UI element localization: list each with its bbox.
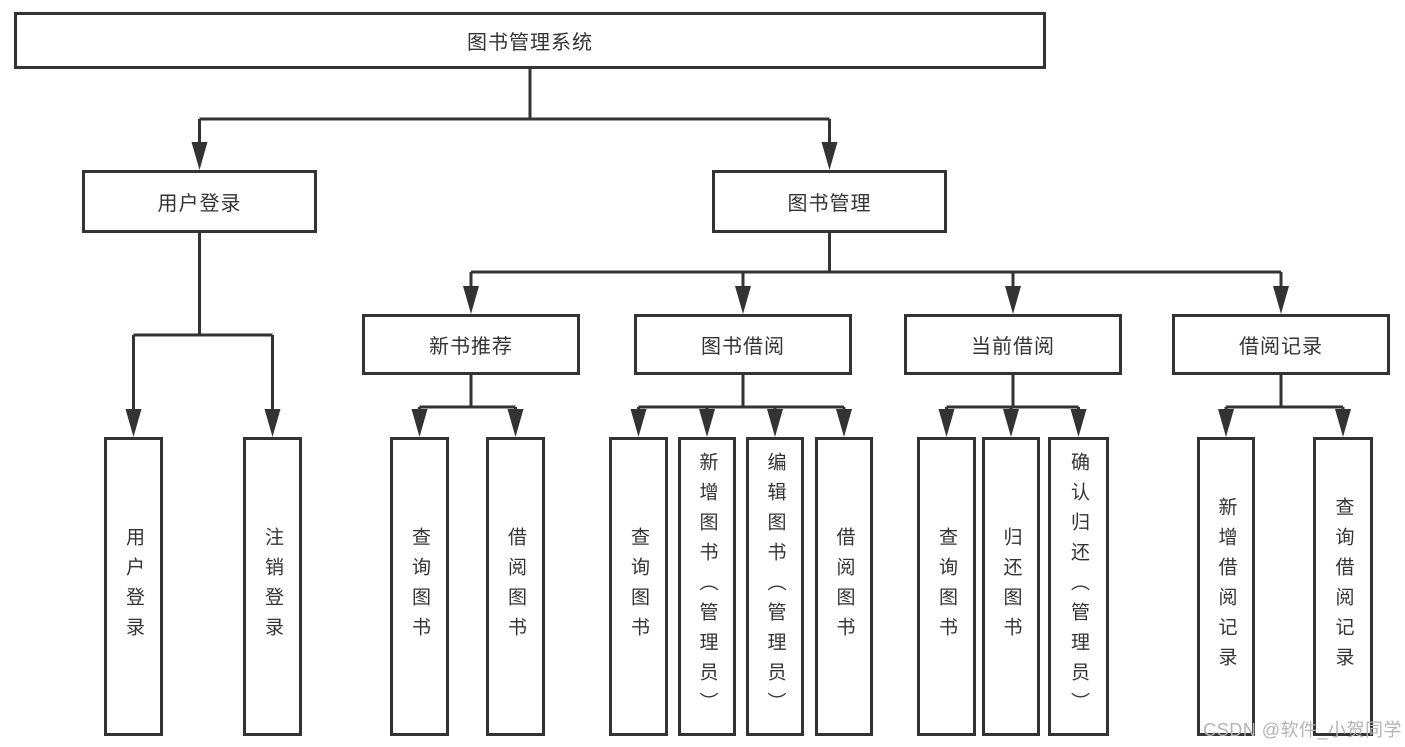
csdn-watermark: CSDN @软件_小贺同学 bbox=[1203, 720, 1402, 740]
connector-records-to-leaves bbox=[1224, 375, 1345, 413]
arrow-down-icon bbox=[836, 409, 852, 437]
node-new-book-recommend-label: 新书推荐 bbox=[429, 336, 513, 358]
connector-root-to-level2 bbox=[198, 68, 831, 146]
arrow-down-icon bbox=[463, 286, 479, 314]
leaf-recommend-borrow-books-label: 借阅图书 bbox=[505, 526, 526, 647]
leaf-recommend-borrow-books: 借阅图书 bbox=[486, 437, 545, 736]
node-book-borrowing-label: 图书借阅 bbox=[701, 336, 785, 358]
leaf-return-books-label: 归还图书 bbox=[1000, 526, 1022, 647]
connector-borrowing-to-leaves bbox=[637, 375, 846, 413]
node-borrowing-records-label: 借阅记录 bbox=[1239, 336, 1323, 358]
leaf-logout-login-label: 注销登录 bbox=[262, 526, 283, 647]
leaf-recommend-query-books: 查询图书 bbox=[390, 437, 449, 736]
leaf-logout-login: 注销登录 bbox=[243, 437, 302, 736]
connector-current-to-leaves bbox=[945, 375, 1080, 413]
arrow-down-icon bbox=[821, 142, 838, 170]
arrow-down-icon bbox=[1218, 409, 1234, 437]
node-current-borrowing-label: 当前借阅 bbox=[971, 336, 1055, 358]
leaf-confirm-return-admin: 确认归还（管理员） bbox=[1048, 437, 1109, 736]
arrow-down-icon bbox=[1273, 286, 1289, 314]
leaf-current-query-books-label: 查询图书 bbox=[936, 526, 957, 647]
node-user-login: 用户登录 bbox=[82, 170, 317, 233]
arrow-down-icon bbox=[1003, 409, 1019, 437]
arrow-down-icon bbox=[630, 409, 647, 437]
leaf-borrowing-borrow-books-label: 借阅图书 bbox=[833, 526, 855, 647]
arrow-down-icon bbox=[735, 286, 751, 314]
leaf-add-books-admin-label: 新增图书（管理员） bbox=[696, 451, 718, 722]
node-borrowing-records: 借阅记录 bbox=[1172, 314, 1390, 375]
leaf-user-login-label: 用户登录 bbox=[123, 526, 144, 647]
leaf-confirm-return-admin-label: 确认归还（管理员） bbox=[1068, 451, 1089, 722]
node-book-borrowing: 图书借阅 bbox=[634, 314, 852, 375]
arrow-down-icon bbox=[125, 409, 142, 437]
arrow-down-icon bbox=[191, 142, 208, 170]
leaf-add-books-admin: 新增图书（管理员） bbox=[678, 437, 736, 736]
node-book-management-label: 图书管理 bbox=[787, 193, 872, 215]
node-root-label: 图书管理系统 bbox=[467, 32, 593, 54]
node-current-borrowing: 当前借阅 bbox=[904, 314, 1122, 375]
leaf-add-borrow-record: 新增借阅记录 bbox=[1197, 437, 1255, 736]
node-book-management: 图书管理 bbox=[712, 170, 947, 233]
leaf-add-borrow-record-label: 新增借阅记录 bbox=[1215, 496, 1237, 677]
leaf-current-query-books: 查询图书 bbox=[917, 437, 976, 736]
connector-recommend-to-leaves bbox=[418, 375, 517, 413]
node-user-login-label: 用户登录 bbox=[157, 193, 242, 215]
leaf-user-login: 用户登录 bbox=[104, 437, 163, 736]
arrow-down-icon bbox=[1335, 409, 1351, 437]
node-root: 图书管理系统 bbox=[14, 12, 1046, 69]
arrow-down-icon bbox=[507, 409, 524, 437]
leaf-recommend-query-books-label: 查询图书 bbox=[409, 526, 430, 647]
connector-bookmgmt-to-level3 bbox=[469, 233, 1283, 290]
arrow-down-icon bbox=[411, 409, 428, 437]
arrow-down-icon bbox=[1005, 286, 1021, 314]
arrow-down-icon bbox=[264, 409, 281, 437]
arrow-down-icon bbox=[938, 409, 955, 437]
leaf-return-books: 归还图书 bbox=[982, 437, 1040, 736]
arrow-down-icon bbox=[767, 409, 783, 437]
leaf-borrowing-query-books-label: 查询图书 bbox=[628, 526, 649, 647]
arrow-down-icon bbox=[1070, 409, 1087, 437]
leaf-edit-books-admin: 编辑图书（管理员） bbox=[746, 437, 804, 736]
arrow-down-icon bbox=[699, 409, 715, 437]
leaf-query-borrow-record: 查询借阅记录 bbox=[1313, 437, 1373, 736]
leaf-borrowing-borrow-books: 借阅图书 bbox=[815, 437, 873, 736]
connector-userlogin-to-leaves bbox=[132, 233, 274, 413]
leaf-query-borrow-record-label: 查询借阅记录 bbox=[1332, 496, 1354, 677]
leaf-edit-books-admin-label: 编辑图书（管理员） bbox=[764, 451, 786, 722]
leaf-borrowing-query-books: 查询图书 bbox=[609, 437, 668, 736]
arrowheads bbox=[125, 142, 1351, 437]
node-new-book-recommend: 新书推荐 bbox=[362, 314, 580, 375]
